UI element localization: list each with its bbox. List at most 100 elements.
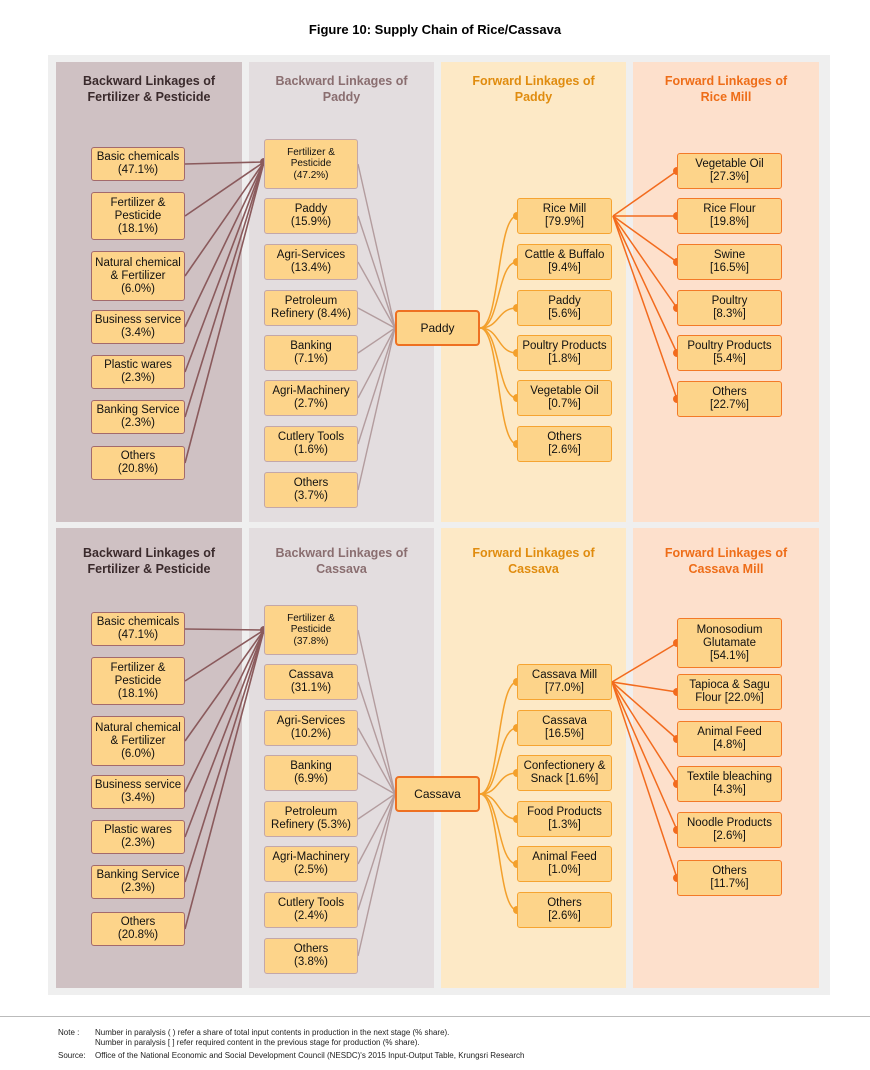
link-b-1-0 [357, 629, 396, 795]
link-b-1-5 [357, 793, 396, 865]
link-d-1-3 [611, 681, 678, 785]
section-1-a-box-5: Banking Service (2.3%) [91, 865, 185, 899]
section-0-c-box-3-label: Poultry Products [1.8%] [522, 340, 607, 365]
link-d-1-1 [611, 681, 678, 693]
section-0-b-box-1-label: Paddy (15.9%) [290, 203, 332, 228]
section-1-c-box-5: Others [2.6%] [517, 892, 612, 928]
section-1-c-box-0-label: Cassava Mill [77.0%] [531, 669, 598, 694]
link-c-0-0 [479, 215, 518, 329]
section-0-center-box: Paddy [395, 310, 480, 346]
footer-note-2: Number in paralysis [ ] refer required c… [58, 1038, 420, 1048]
figure-title: Figure 10: Supply Chain of Rice/Cassava [308, 22, 562, 37]
section-0-c-box-0-label: Rice Mill [79.9%] [542, 203, 587, 228]
section-1-a-box-5-label: Banking Service (2.3%) [96, 869, 180, 894]
link-b-0-2 [357, 261, 396, 329]
link-a-0-5 [184, 161, 265, 418]
link-c-1-2 [479, 772, 518, 795]
link-a-0-4 [184, 161, 265, 373]
section-0-d-box-3-label: Poultry [8.3%] [711, 295, 748, 320]
section-0-d-box-4-label: Poultry Products [5.4%] [687, 340, 772, 365]
section-0-header-b: Backward Linkages of Paddy [275, 74, 408, 104]
link-d-0-5 [612, 215, 678, 400]
link-a-1-2 [184, 629, 265, 742]
section-0-header-c: Forward Linkages of Paddy [472, 74, 595, 104]
section-0-c-box-2: Paddy [5.6%] [517, 290, 612, 326]
link-a-1-0 [184, 628, 265, 631]
section-0-a-box-6: Others (20.8%) [91, 446, 185, 480]
section-1-d-box-2: Animal Feed [4.8%] [677, 721, 782, 757]
section-0-a-box-0: Basic chemicals (47.1%) [91, 147, 185, 181]
link-c-0-3 [479, 327, 518, 354]
section-1-a-box-3: Business service (3.4%) [91, 775, 185, 809]
section-0-d-box-2: Swine [16.5%] [677, 244, 782, 280]
section-1-b-box-3-label: Banking (6.9%) [290, 760, 332, 785]
section-1-b-box-1-label: Cassava (31.1%) [288, 669, 334, 694]
section-1-d-box-1: Tapioca & Sagu Flour [22.0%] [677, 674, 782, 710]
footer-source: Source:Office of the National Economic a… [58, 1051, 524, 1061]
section-1-a-box-6-label: Others (20.8%) [117, 916, 159, 941]
section-0-c-box-4-label: Vegetable Oil [0.7%] [530, 385, 599, 410]
section-0-c-box-4: Vegetable Oil [0.7%] [517, 380, 612, 416]
link-b-1-4 [357, 793, 396, 820]
link-a-0-6 [184, 161, 265, 464]
section-1-d-box-4-label: Noodle Products [2.6%] [686, 817, 773, 842]
source-label: Source: [58, 1051, 86, 1060]
section-1-d-box-3-label: Textile bleaching [4.3%] [686, 771, 773, 796]
section-1-d-box-4: Noodle Products [2.6%] [677, 812, 782, 848]
link-a-0-1 [184, 161, 265, 217]
section-0-d-box-2-label: Swine [16.5%] [710, 249, 749, 274]
section-1-header-d: Forward Linkages of Cassava Mill [664, 546, 788, 576]
link-b-0-0 [357, 163, 396, 329]
section-1-b-box-7: Others (3.8%) [264, 938, 358, 974]
link-b-0-6 [357, 327, 396, 445]
section-0-b-box-0-label: Fertilizer & Pesticide (47.2%) [287, 146, 335, 181]
link-b-1-7 [357, 793, 396, 957]
link-a-0-3 [184, 161, 265, 328]
section-0-b-box-3: Petroleum Refinery (8.4%) [264, 290, 358, 326]
section-0-a-box-2: Natural chemical & Fertilizer (6.0%) [91, 251, 185, 301]
section-0-a-box-5: Banking Service (2.3%) [91, 400, 185, 434]
section-1-b-box-4: Petroleum Refinery (5.3%) [264, 801, 358, 837]
section-1-b-box-6-label: Cutlery Tools (2.4%) [277, 897, 345, 922]
section-0-d-box-5-label: Others [22.7%] [710, 386, 749, 411]
section-1-d-box-5: Others [11.7%] [677, 860, 782, 896]
link-d-0-0 [612, 170, 678, 217]
section-0-d-box-1-label: Rice Flour [19.8%] [703, 203, 756, 228]
link-b-1-1 [357, 681, 396, 795]
section-0-b-box-2: Agri-Services (13.4%) [264, 244, 358, 280]
section-1-b-box-6: Cutlery Tools (2.4%) [264, 892, 358, 928]
section-1-c-box-3: Food Products [1.3%] [517, 801, 612, 837]
section-0-d-box-4: Poultry Products [5.4%] [677, 335, 782, 371]
section-0-d-box-3: Poultry [8.3%] [677, 290, 782, 326]
link-c-0-5 [479, 327, 518, 445]
section-0-a-box-5-label: Banking Service (2.3%) [96, 404, 180, 429]
link-d-1-2 [611, 681, 678, 740]
section-1-b-box-0-label: Fertilizer & Pesticide (37.8%) [287, 612, 335, 647]
link-c-1-3 [479, 793, 518, 820]
section-0-c-box-3: Poultry Products [1.8%] [517, 335, 612, 371]
link-d-1-5 [611, 681, 678, 879]
section-0-header-d: Forward Linkages of Rice Mill [664, 74, 788, 104]
note-label: Note : [58, 1028, 80, 1037]
note-line-1: Number in paralysis ( ) refer a share of… [95, 1028, 450, 1037]
link-c-1-4 [479, 793, 518, 865]
section-0-b-box-1: Paddy (15.9%) [264, 198, 358, 234]
section-0-a-box-3: Business service (3.4%) [91, 310, 185, 344]
link-c-0-4 [479, 327, 518, 399]
section-1-a-box-1: Fertilizer & Pesticide (18.1%) [91, 657, 185, 705]
section-0-c-box-1: Cattle & Buffalo [9.4%] [517, 244, 612, 280]
footer-separator [0, 1016, 870, 1017]
link-b-0-4 [357, 327, 396, 354]
section-1-b-box-7-label: Others (3.8%) [293, 943, 329, 968]
section-1-a-box-2-label: Natural chemical & Fertilizer (6.0%) [95, 721, 181, 760]
section-1-c-box-3-label: Food Products [1.3%] [527, 806, 602, 831]
section-0-b-box-6-label: Cutlery Tools (1.6%) [277, 431, 345, 456]
link-a-1-1 [184, 629, 265, 682]
section-0-b-box-4: Banking (7.1%) [264, 335, 358, 371]
link-b-0-1 [357, 215, 396, 329]
section-1-header-c: Forward Linkages of Cassava [472, 546, 595, 576]
link-a-1-6 [184, 629, 265, 930]
link-b-0-3 [357, 307, 396, 329]
section-1-header-b: Backward Linkages of Cassava [275, 546, 408, 576]
section-1-b-box-4-label: Petroleum Refinery (5.3%) [271, 806, 351, 831]
